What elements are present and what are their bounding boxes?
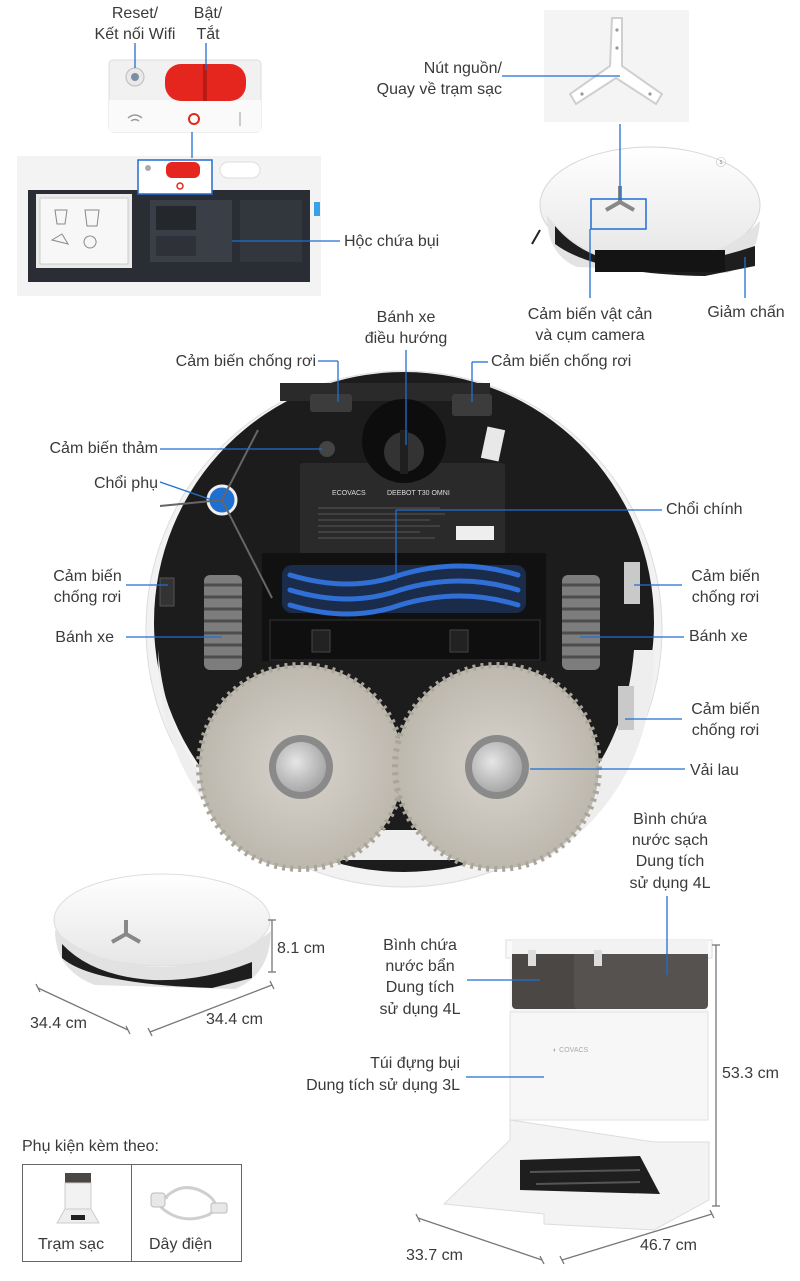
label-power-on: Bật/ [193,5,223,22]
label-cliff-right-low-1: Cảm biến [691,701,760,718]
side-brush [159,429,273,599]
label-clean-tank-1: Bình chứa [633,811,707,828]
label-clean-tank-2: nước sạch [631,832,709,849]
label-cliff-right-2: chống rơi [691,589,760,606]
accessory-station-image [56,1173,100,1224]
label-obstacle-sensor-2: và cụm camera [535,327,645,344]
label-dirty-tank-3: Dung tích [385,979,455,996]
label-mop: Vải lau [690,762,739,779]
accessories-box: Trạm sạc Dây điện [22,1164,242,1262]
label-wheel-left: Bánh xe [55,629,114,646]
accessory-divider [131,1165,132,1261]
label-carpet-sensor: Cảm biến thảm [49,440,159,457]
label-bumper: Giảm chấn [707,304,785,321]
dim-robot-height: 8.1 cm [277,940,326,957]
right-wheel [562,575,600,670]
svg-text:ⓢ: ⓢ [716,157,726,169]
dim-station-depth: 33.7 cm [406,1247,463,1264]
label-cliff-top-left: Cảm biến chống rơi [175,353,316,370]
accessories-title: Phụ kiện kèm theo: [22,1138,159,1155]
label-cliff-right-1: Cảm biến [691,568,760,585]
dim-station-width: 46.7 cm [640,1237,697,1254]
label-cliff-right-low-2: chống rơi [691,722,760,739]
left-wheel [204,575,242,670]
dust-bin-photo [17,156,321,296]
accessory-cable-image [150,1186,228,1221]
accessory-item-0: Trạm sạc [38,1236,105,1253]
label-dirty-tank-1: Bình chứa [383,937,457,954]
button-panel-closeup [108,59,262,133]
brand-text: ECOVACS [332,490,366,497]
label-dust-bin: Hộc chứa bụi [344,233,440,250]
label-cliff-left-1: Cảm biến [53,568,122,585]
label-dirty-tank-4: sử dụng 4L [379,1001,461,1018]
label-power-off: Tắt [196,26,220,43]
dim-station-height: 53.3 cm [722,1065,779,1082]
callout-lines [126,43,746,1078]
power-button-closeup [544,10,689,122]
label-obstacle-sensor-1: Cảm biến vật cản [527,306,653,323]
svg-text:◐ COVACS: ◐ COVACS [553,1047,589,1054]
label-nav-wheel-1: Bánh xe [376,309,436,326]
label-dust-bag-2: Dung tích sử dụng 3L [306,1077,460,1094]
model-text: DEEBOT T30 OMNI [387,490,450,497]
label-power-button: Nút nguồn/ [423,60,502,77]
label-dirty-tank-2: nước bẩn [385,958,455,975]
label-cliff-left-2: chống rơi [53,589,122,606]
right-mop [392,662,602,872]
label-clean-tank-3: Dung tích [635,853,705,870]
robot-underside: ECOVACS DEEBOT T30 OMNI [145,370,663,888]
dim-robot-depth: 34.4 cm [30,1015,87,1032]
robot-front-view: ⓢ [531,146,761,276]
label-main-brush: Chổi chính [666,501,743,518]
label-wheel-right: Bánh xe [689,628,748,645]
label-reset: Reset/ [111,5,159,22]
label-return-dock: Quay về trạm sạc [376,81,502,98]
left-mop [196,662,406,872]
docking-station: ◐ COVACS [415,939,720,1265]
label-wifi: Kết nối Wifi [94,26,176,43]
dim-robot-width: 34.4 cm [206,1011,263,1028]
label-cliff-top-right: Cảm biến chống rơi [491,353,632,370]
label-side-brush: Chổi phụ [93,475,158,492]
robot-dimension-view [35,873,276,1037]
label-clean-tank-4: sử dụng 4L [629,875,711,892]
label-nav-wheel-2: điều hướng [364,330,448,347]
accessory-item-1: Dây điện [149,1236,213,1253]
label-dust-bag-1: Túi đựng bụi [370,1055,460,1072]
